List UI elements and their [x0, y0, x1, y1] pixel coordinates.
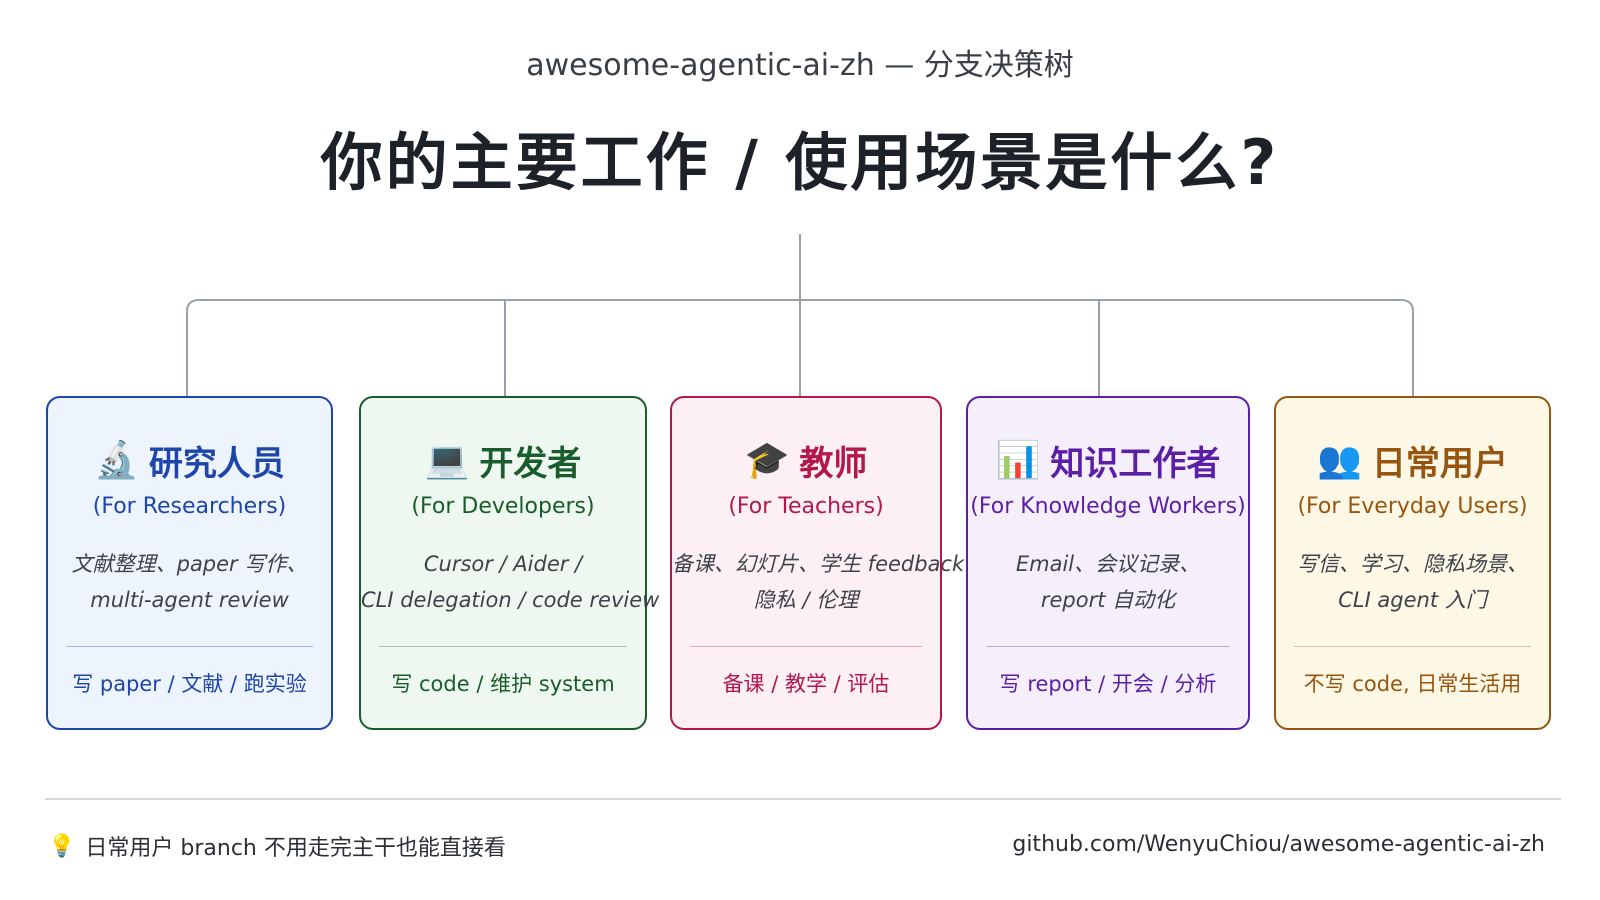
users-icon: 👥 [1317, 439, 1362, 481]
card-description: 文献整理、paper 写作、 multi-agent review [48, 546, 331, 618]
card-description-line: report 自动化 [1040, 588, 1176, 612]
card-teachers[interactable]: 🎓 教师 (For Teachers) 备课、幻灯片、学生 feedback、 … [670, 396, 986, 730]
card-description-line: Cursor / Aider / [423, 552, 583, 576]
microscope-icon: 🔬 [94, 439, 139, 481]
card-description-line: 备课、幻灯片、学生 feedback、 [672, 552, 986, 576]
card-title: 研究人员 [148, 444, 285, 484]
diagram-subtitle: awesome-agentic-ai-zh — 分支决策树 [526, 48, 1074, 83]
card-title-row: 📊 知识工作者 [968, 436, 1248, 485]
card-description: Cursor / Aider / CLI delegation / code r… [361, 546, 660, 618]
card-researchers[interactable]: 🔬 研究人员 (For Researchers) 文献整理、paper 写作、 … [46, 396, 333, 730]
card-description: 写信、学习、隐私场景、 CLI agent 入门 [1276, 546, 1549, 618]
card-subtitle: (For Teachers) [728, 494, 884, 519]
card-developers[interactable]: 💻 开发者 (For Developers) Cursor / Aider / … [359, 396, 660, 730]
card-description-line: 写信、学习、隐私场景、 [1297, 552, 1528, 576]
card-title-row: 👥 日常用户 [1276, 436, 1549, 485]
card-description-line: 隐私 / 伦理 [753, 588, 859, 612]
footer-note: 💡 日常用户 branch 不用走完主干也能直接看 [48, 830, 506, 862]
card-tagline: 不写 code, 日常生活用 [1303, 672, 1522, 696]
repo-link[interactable]: github.com/WenyuChiou/awesome-agentic-ai… [1012, 832, 1545, 857]
card-description-line: CLI agent 入门 [1338, 588, 1487, 612]
card-title: 教师 [799, 444, 868, 484]
card-description: 备课、幻灯片、学生 feedback、 隐私 / 伦理 [672, 546, 986, 618]
card-description-line: Email、会议记录、 [1015, 552, 1201, 576]
card-subtitle: (For Researchers) [92, 494, 287, 519]
card-title-row: 🎓 教师 [672, 436, 940, 485]
card-description-line: CLI delegation / code review [361, 588, 660, 612]
graduation-cap-icon: 🎓 [744, 439, 790, 481]
card-divider [986, 646, 1230, 647]
card-description-line: multi-agent review [90, 588, 289, 612]
laptop-icon: 💻 [424, 439, 470, 481]
card-description-line: 文献整理、paper 写作、 [71, 552, 308, 576]
card-divider [1294, 646, 1531, 647]
card-title: 开发者 [479, 444, 582, 484]
card-title: 知识工作者 [1050, 444, 1221, 484]
card-everyday-users[interactable]: 👥 日常用户 (For Everyday Users) 写信、学习、隐私场景、 … [1274, 396, 1551, 730]
card-tagline: 备课 / 教学 / 评估 [722, 672, 890, 696]
card-subtitle: (For Developers) [411, 494, 595, 519]
footer-divider [45, 798, 1561, 800]
diagram-title: 你的主要工作 / 使用场景是什么? [320, 126, 1280, 199]
card-subtitle: (For Knowledge Workers) [970, 494, 1246, 519]
card-divider [379, 646, 627, 647]
card-title-row: 🔬 研究人员 [48, 436, 331, 485]
card-description: Email、会议记录、 report 自动化 [968, 546, 1248, 618]
card-knowledge-workers[interactable]: 📊 知识工作者 (For Knowledge Workers) Email、会议… [966, 396, 1250, 730]
card-divider [66, 646, 313, 647]
lightbulb-icon: 💡 [48, 833, 76, 859]
card-divider [690, 646, 922, 647]
card-tagline: 写 paper / 文献 / 跑实验 [72, 672, 307, 696]
footer-note-text: 日常用户 branch 不用走完主干也能直接看 [85, 836, 506, 861]
card-title: 日常用户 [1371, 444, 1508, 484]
card-title-row: 💻 开发者 [361, 436, 645, 485]
card-subtitle: (For Everyday Users) [1297, 494, 1528, 519]
card-tagline: 写 report / 开会 / 分析 [999, 672, 1217, 696]
bar-chart-icon: 📊 [995, 439, 1041, 481]
card-tagline: 写 code / 维护 system [391, 672, 615, 696]
